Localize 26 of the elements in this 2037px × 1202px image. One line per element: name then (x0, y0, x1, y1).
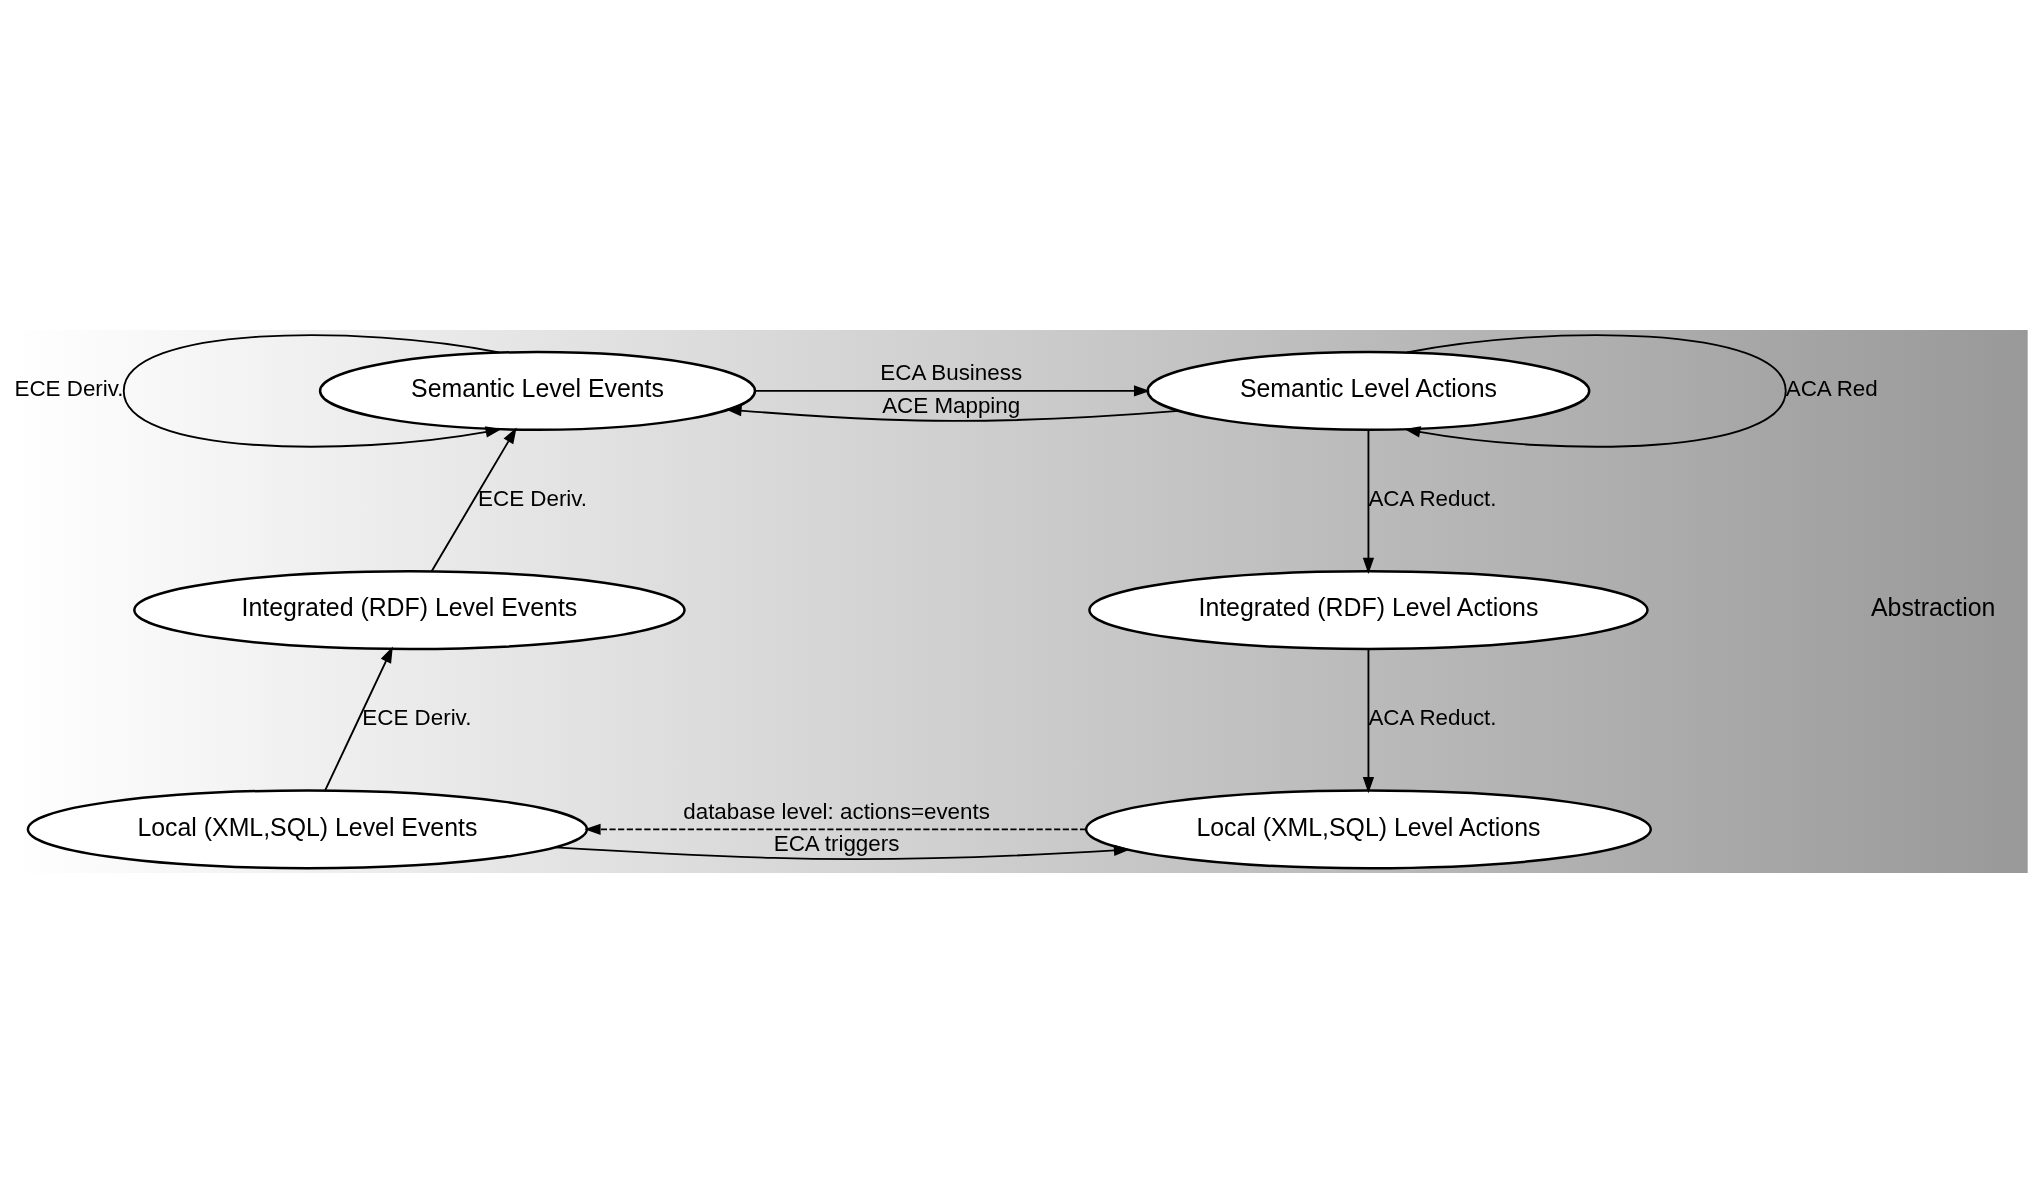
edge-label: ACA Reduct. (1368, 485, 1497, 511)
label: Abstraction (1870, 592, 1996, 621)
arrow (725, 404, 1180, 422)
edge-label: ECA triggers (773, 830, 900, 856)
edge-label: ACA Reduct. (1368, 704, 1497, 730)
arrow (324, 646, 393, 791)
arrow (554, 844, 1131, 860)
node-ellipse: Integrated (RDF) Level Actions (1088, 569, 1649, 650)
edge-label: ECA Business (880, 359, 1023, 385)
edge-label: ECE Deriv. (14, 375, 124, 401)
node-ellipse: Semantic Level Actions (1146, 350, 1591, 431)
node-ellipse: Integrated (RDF) Level Events (133, 569, 686, 650)
arrow (430, 426, 517, 572)
arrow (122, 333, 502, 447)
edge-label: ECE Deriv. (478, 485, 588, 511)
edge-label: ACE Mapping (882, 392, 1021, 418)
edge-label: ECE Deriv. (362, 704, 472, 730)
arrow (754, 384, 1151, 397)
arrow (584, 823, 1087, 835)
node-ellipse: Local (XML,SQL) Level Actions (1084, 788, 1652, 869)
edge-label: database level: actions=events (683, 798, 990, 824)
arrow (1362, 428, 1375, 574)
node-ellipse: Local (XML,SQL) Level Events (26, 788, 589, 869)
arrow (1362, 647, 1375, 793)
node-ellipse: Semantic Level Events (318, 350, 757, 431)
edge-label: ACA Red (1785, 375, 1878, 401)
